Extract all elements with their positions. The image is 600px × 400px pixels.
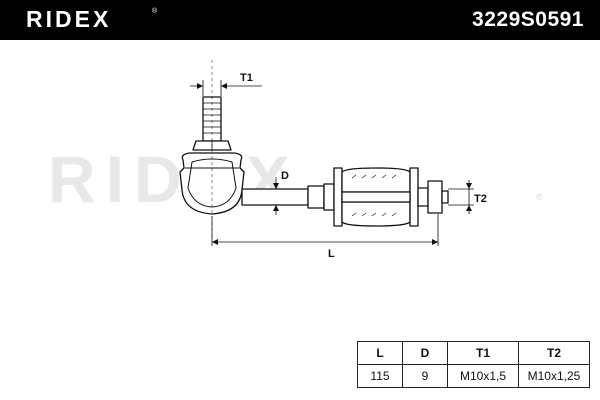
stabilizer-link-drawing	[179, 60, 474, 246]
header-bar: RIDEX ® 3229S0591	[0, 0, 600, 40]
dim-label-l: L	[328, 248, 335, 260]
specs-value-cell: 9	[402, 364, 448, 388]
specs-value-cell: M10x1,25	[518, 364, 590, 388]
washer-right	[409, 167, 419, 227]
bushing-top	[341, 167, 411, 193]
bushing-bottom	[341, 201, 411, 227]
dim-label-d: D	[281, 170, 289, 182]
specs-value-cell: 115	[357, 364, 403, 388]
specs-header-cell: T1	[447, 341, 519, 365]
specs-header-cell: T2	[518, 341, 590, 365]
washer-left	[333, 167, 343, 227]
specs-value-row: 115 9 M10x1,5 M10x1,25	[357, 364, 590, 388]
specs-table: L D T1 T2 115 9 M10x1,5 M10x1,25	[357, 341, 590, 388]
part-number: 3229S0591	[472, 8, 584, 31]
dim-label-t1: T1	[240, 72, 253, 84]
specs-header-cell: D	[402, 341, 448, 365]
specs-value-cell: M10x1,5	[447, 364, 519, 388]
specs-header-cell: L	[357, 341, 403, 365]
dim-label-t2: T2	[474, 193, 487, 205]
brand-logo: RIDEX	[26, 6, 112, 32]
link-rod	[241, 188, 309, 206]
specs-header-row: L D T1 T2	[357, 341, 590, 365]
end-nut	[427, 180, 443, 214]
registered-mark: ®	[152, 8, 158, 15]
watermark-mark: ®	[536, 192, 543, 202]
